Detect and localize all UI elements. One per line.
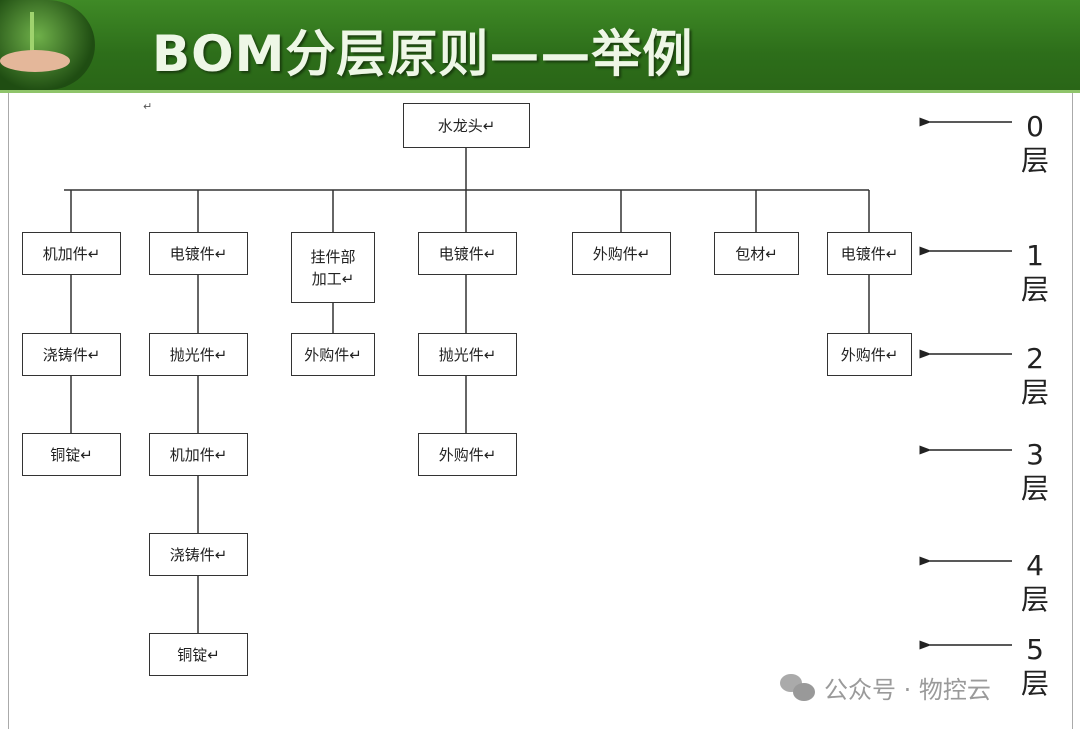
node-l1: 机加件↵: [22, 232, 121, 275]
node-l4: 浇铸件↵: [149, 533, 248, 576]
frame-border-right: [1072, 93, 1073, 729]
node-l3: 铜锭↵: [22, 433, 121, 476]
wechat-icon: [780, 673, 816, 702]
node-l2: 浇铸件↵: [22, 333, 121, 376]
paragraph-mark: ↵: [143, 100, 153, 113]
watermark: 公众号 · 物控云: [780, 670, 991, 705]
node-faucet: 水龙头↵: [403, 103, 530, 148]
node-l2: 外购件↵: [291, 333, 375, 376]
node-l2: 外购件↵: [827, 333, 912, 376]
node-l1: 电镀件↵: [149, 232, 248, 275]
node-l2: 抛光件↵: [418, 333, 517, 376]
node-l3: 外购件↵: [418, 433, 517, 476]
watermark-text: 公众号 · 物控云: [824, 676, 991, 704]
node-l1: 包材↵: [714, 232, 799, 275]
node-l1: 电镀件↵: [418, 232, 517, 275]
title-banner: BOM分层原则——举例: [0, 0, 1080, 93]
level-arrows: [919, 117, 1012, 650]
sprout-logo: [0, 0, 95, 90]
node-l1: 电镀件↵: [827, 232, 912, 275]
node-l1: 外购件↵: [572, 232, 671, 275]
node-l2: 抛光件↵: [149, 333, 248, 376]
page-title: BOM分层原则——举例: [152, 25, 694, 83]
node-l3: 机加件↵: [149, 433, 248, 476]
node-l1: 挂件部 加工↵: [291, 232, 375, 303]
frame-border-left: [8, 93, 9, 729]
node-l5: 铜锭↵: [149, 633, 248, 676]
